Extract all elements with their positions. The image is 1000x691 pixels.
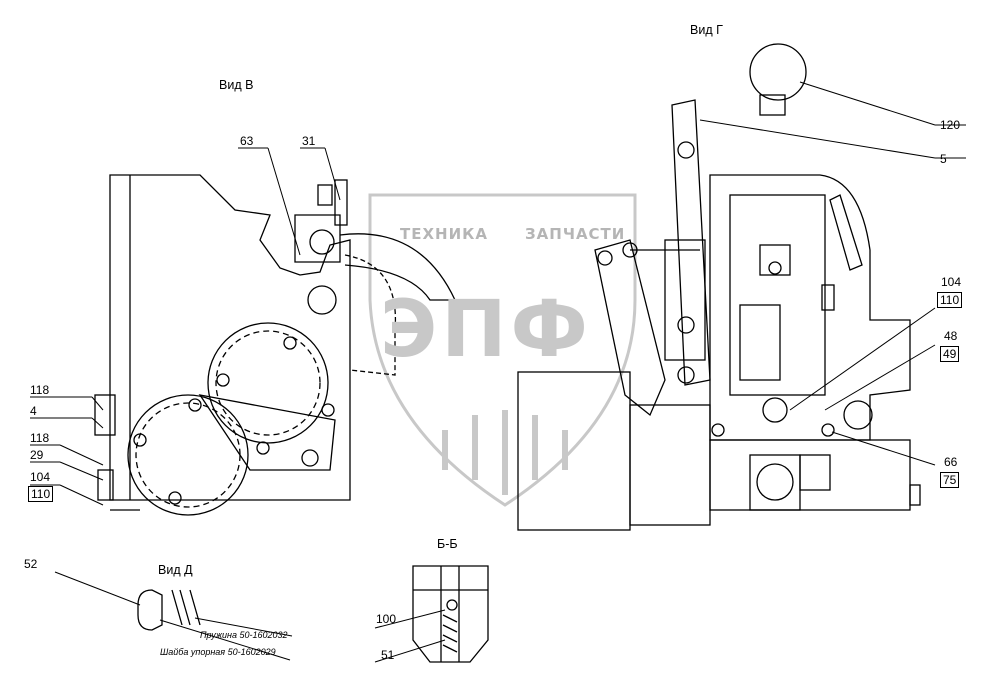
view-g-drawing xyxy=(517,43,921,531)
section-bb-title: Б-Б xyxy=(437,537,458,551)
view-d-title: Вид Д xyxy=(158,563,193,577)
view-d-drawing xyxy=(137,589,201,631)
watermark-text-right: ЗАПЧАСТИ xyxy=(525,225,626,243)
callout-104-left: 104 xyxy=(30,470,51,484)
callout-51: 51 xyxy=(381,648,395,662)
callout-5: 5 xyxy=(940,152,947,166)
callout-52: 52 xyxy=(24,557,38,571)
section-bb-drawing xyxy=(412,565,489,663)
callout-49: 49 xyxy=(940,346,960,362)
watermark-shield xyxy=(368,193,637,507)
callout-75: 75 xyxy=(940,472,960,488)
callout-104-right: 104 xyxy=(941,275,962,289)
callout-29: 29 xyxy=(30,448,44,462)
callout-118-top: 118 xyxy=(30,383,50,397)
callout-118-bottom: 118 xyxy=(30,431,50,445)
watermark-text-left: ТЕХНИКА xyxy=(400,225,489,243)
note-spring: Пружина 50-1602032 xyxy=(200,630,288,640)
callout-63: 63 xyxy=(240,134,254,148)
note-washer: Шайба упорная 50-1602029 xyxy=(160,647,276,657)
watermark-logo: ЭПФ xyxy=(380,285,592,375)
view-v-title: Вид В xyxy=(219,78,254,92)
callout-110-left: 110 xyxy=(28,486,54,502)
callout-110-right: 110 xyxy=(937,292,963,308)
callout-120: 120 xyxy=(940,118,961,132)
callout-100: 100 xyxy=(376,612,397,626)
callout-66: 66 xyxy=(944,455,958,469)
callout-48: 48 xyxy=(944,329,958,343)
callout-4: 4 xyxy=(30,404,37,418)
view-v-drawing xyxy=(94,174,457,516)
callout-31: 31 xyxy=(302,134,316,148)
view-g-title: Вид Г xyxy=(690,23,723,37)
leader-lines xyxy=(30,81,966,663)
